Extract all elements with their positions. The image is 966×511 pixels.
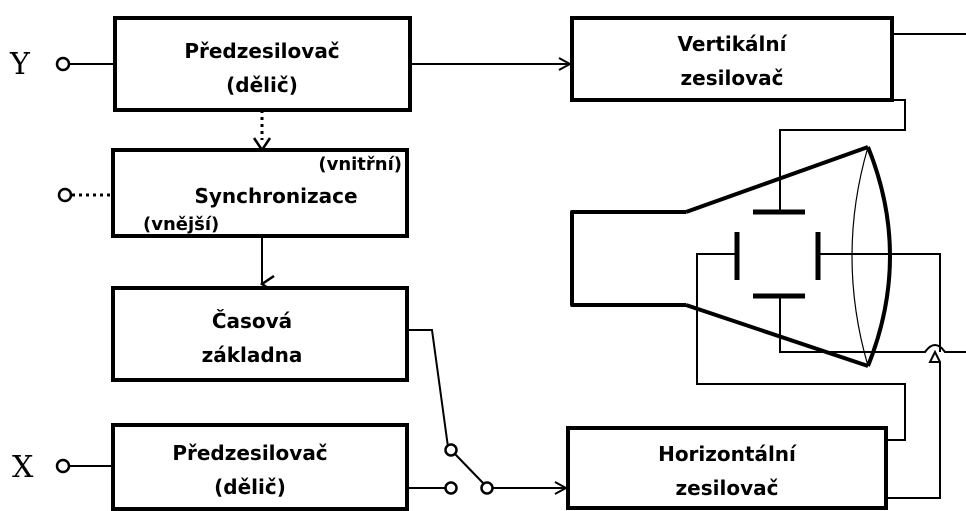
external-sync-terminal[interactable] xyxy=(57,187,73,203)
horizontal-amp-title: Horizontální xyxy=(658,442,797,466)
vertical-amp-subtitle: zesilovač xyxy=(681,66,784,90)
vertical-amp-bottom-plate-wire xyxy=(779,296,966,353)
crt-screen xyxy=(866,146,892,367)
vertical-amplifier-block: Vertikální zesilovač xyxy=(570,16,894,102)
sync-internal-label: (vnitřní) xyxy=(318,154,402,175)
horizontal-amp-right-plate-wire xyxy=(818,253,941,499)
horizontal-amplifier-block: Horizontální zesilovač xyxy=(566,426,888,510)
x-input-label: X xyxy=(12,450,34,485)
x-preamp-title: Předzesilovač xyxy=(172,441,327,465)
y-preamp-title: Předzesilovač xyxy=(184,39,339,63)
timebase-title: Časová xyxy=(212,309,292,333)
sync-title: Synchronizace xyxy=(194,184,357,208)
timebase-to-switch-wire xyxy=(407,329,449,448)
x-input-terminal[interactable] xyxy=(55,458,71,474)
y-input-label: Y xyxy=(9,47,31,82)
crt-screen-lens xyxy=(851,146,869,367)
switch-contact-timebase xyxy=(444,443,458,457)
horizontal-amp-left-plate-wire xyxy=(696,253,906,441)
switch-lever[interactable] xyxy=(454,453,484,484)
switch-common-contact xyxy=(480,481,494,495)
timebase-block: Časová základna xyxy=(111,286,409,382)
sync-external-label: (vnější) xyxy=(143,214,219,235)
vertical-amp-output-plate-wire xyxy=(779,99,906,212)
switch-contact-x xyxy=(444,481,458,495)
y-input-terminal[interactable] xyxy=(55,56,71,72)
x-preamplifier-block: Předzesilovač (dělič) xyxy=(111,423,409,511)
x-preamp-subtitle: (dělič) xyxy=(214,475,286,499)
horizontal-amp-subtitle: zesilovač xyxy=(676,476,779,500)
y-preamp-subtitle: (dělič) xyxy=(226,73,298,97)
crt-tube xyxy=(570,145,892,368)
y-preamplifier-block: Předzesilovač (dělič) xyxy=(113,16,412,112)
vertical-amp-title: Vertikální xyxy=(678,32,788,56)
synchronization-block: (vnitřní) Synchronizace (vnější) xyxy=(111,148,409,238)
timebase-subtitle: základna xyxy=(202,343,303,367)
